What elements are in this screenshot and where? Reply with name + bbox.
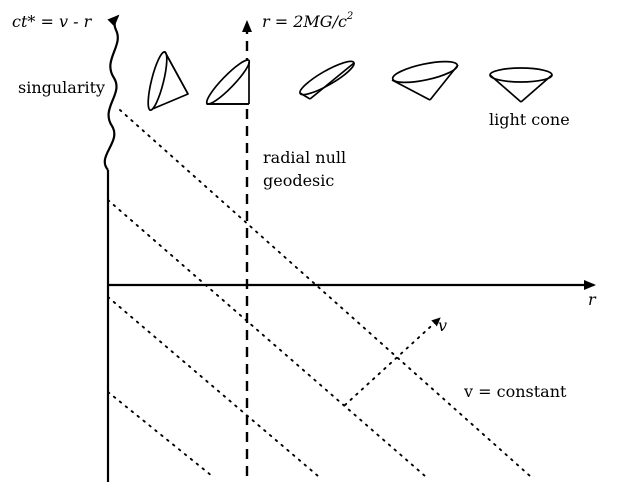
radial-null-label-line2: geodesic (263, 171, 334, 190)
light-cone-label: light cone (489, 110, 570, 129)
v-constant-line-1 (119, 109, 531, 477)
singularity-label: singularity (18, 78, 105, 97)
v-constant-label: v = constant (463, 382, 567, 401)
v-constant-lines (107, 109, 531, 477)
light-cone-3 (299, 60, 355, 100)
light-cone-5 (489, 67, 553, 103)
horizon-exponent: 2 (346, 11, 353, 22)
r-axis-label: r (588, 290, 597, 309)
v-constant-line-4 (107, 391, 213, 477)
v-axis-label: v (438, 316, 447, 335)
v-axis (344, 317, 441, 406)
v-constant-line-3 (107, 296, 319, 477)
light-cones (147, 51, 553, 111)
light-cone-4 (391, 60, 459, 101)
light-cone-1 (147, 51, 189, 111)
radial-null-label-line1: radial null (263, 148, 346, 167)
light-cone-2 (205, 59, 251, 105)
horizon-label: r = 2MG/c2 (262, 11, 353, 31)
vertical-axis-label: ct* = v - r (12, 12, 93, 31)
singularity-wavy-line (103, 14, 120, 171)
v-constant-line-2 (107, 199, 426, 477)
